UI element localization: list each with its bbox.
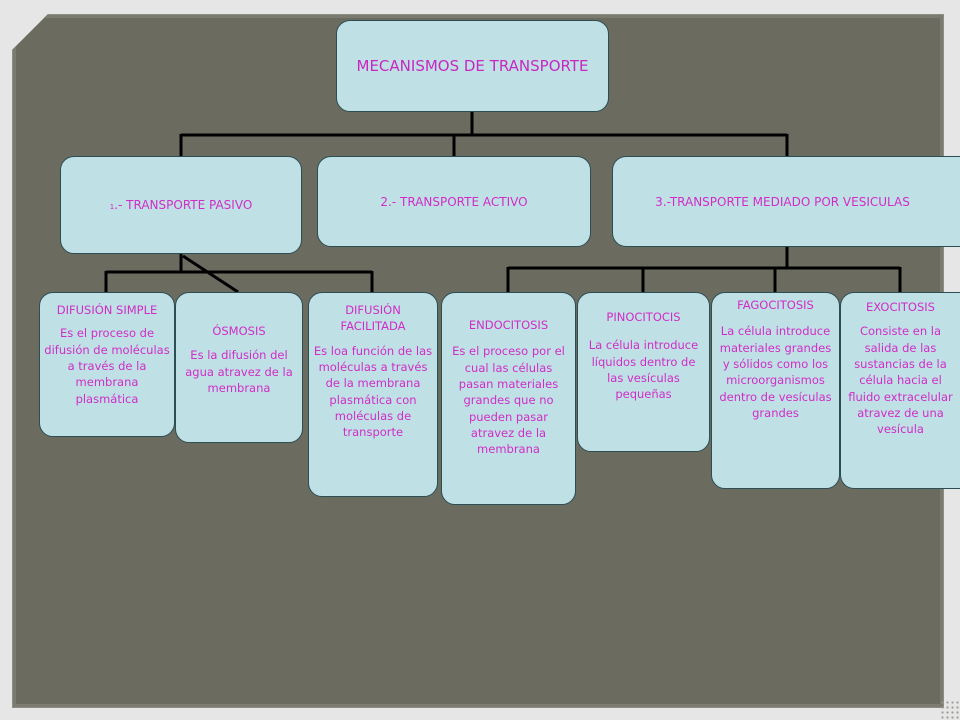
vesicular-transport-box: 3.-TRANSPORTE MEDIADO POR VESICULAS: [612, 156, 960, 247]
pinocitocis-title: PINOCITOCIS: [606, 310, 681, 324]
difusion-facilitada-box: DIFUSIÓN FACILITADA Es loa función de la…: [308, 292, 438, 497]
title-box: MECANISMOS DE TRANSPORTE: [336, 20, 609, 112]
endocitosis-box: ENDOCITOSIS Es el proceso por el cual la…: [441, 292, 576, 505]
difusion-simple-desc: Es el proceso de difusión de moléculas a…: [44, 326, 170, 406]
passive-transport-box: 1.- TRANSPORTE PASIVO: [60, 156, 302, 254]
active-transport-label: 2.- TRANSPORTE ACTIVO: [380, 194, 528, 209]
pinocitocis-box: PINOCITOCIS La célula introduce líquidos…: [577, 292, 710, 452]
exocitosis-box: EXOCITOSIS Consiste en la salida de las …: [840, 292, 960, 489]
corner-dot-pattern: [940, 700, 960, 720]
fagocitosis-title: FAGOCITOSIS: [737, 298, 814, 312]
title-text: MECANISMOS DE TRANSPORTE: [356, 57, 589, 75]
osmosis-title: ÓSMOSIS: [212, 324, 266, 338]
pinocitocis-desc: La célula introduce líquidos dentro de l…: [588, 338, 699, 402]
vesicular-transport-label: 3.-TRANSPORTE MEDIADO POR VESICULAS: [655, 194, 910, 209]
osmosis-desc: Es la difusión del agua atravez de la me…: [185, 348, 293, 395]
difusion-facilitada-desc: Es loa función de las moléculas a través…: [313, 343, 433, 440]
active-transport-box: 2.- TRANSPORTE ACTIVO: [317, 156, 591, 247]
fagocitosis-box: FAGOCITOSIS La célula introduce material…: [711, 292, 840, 489]
endocitosis-title: ENDOCITOSIS: [468, 318, 549, 332]
connector-osmosis-diagonal: [182, 254, 239, 294]
difusion-simple-title: DIFUSIÓN SIMPLE: [56, 303, 158, 317]
exocitosis-desc: Consiste en la salida de las sustancias …: [848, 324, 953, 437]
osmosis-box: ÓSMOSIS Es la difusión del agua atravez …: [175, 292, 303, 443]
exocitosis-title: EXOCITOSIS: [866, 300, 935, 314]
difusion-facilitada-title: DIFUSIÓN FACILITADA: [340, 303, 406, 334]
difusion-simple-box: DIFUSIÓN SIMPLE Es el proceso de difusió…: [39, 292, 175, 437]
passive-transport-label: 1.- TRANSPORTE PASIVO: [109, 198, 253, 212]
endocitosis-desc: Es el proceso por el cual las células pa…: [452, 344, 565, 457]
fagocitosis-desc: La célula introduce materiales grandes y…: [719, 324, 832, 420]
